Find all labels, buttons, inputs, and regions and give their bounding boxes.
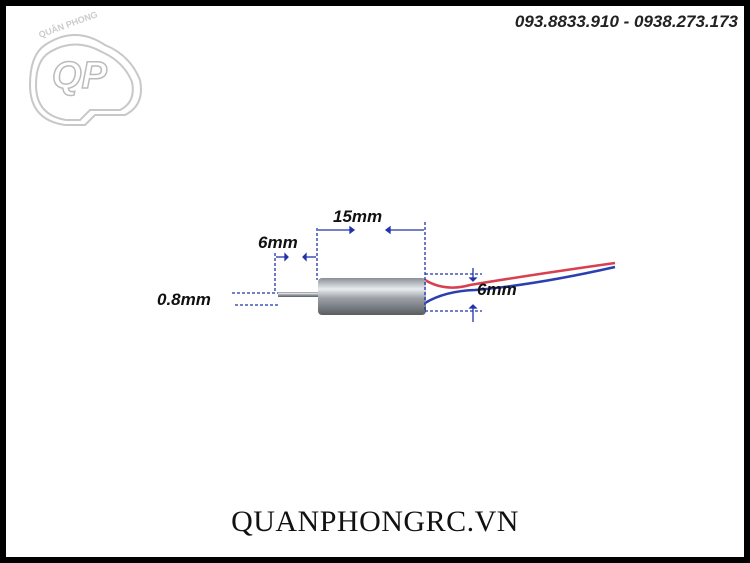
red-wire (424, 261, 616, 289)
blue-wire (424, 265, 616, 305)
website-name: QUANPHONGRC.VN (231, 505, 519, 538)
shaft-length-label: 6mm (258, 233, 298, 252)
phone-numbers: 093.8833.910 - 0938.273.173 (514, 12, 738, 31)
motor-body (318, 278, 426, 315)
svg-text:QP: QP (52, 55, 108, 97)
body-diameter-label: 6mm (477, 280, 517, 299)
body-length-label: 15mm (333, 207, 382, 226)
shaft-diameter-label: 0.8mm (157, 290, 211, 309)
logo: QP (28, 34, 142, 126)
motor-shaft (278, 292, 320, 297)
